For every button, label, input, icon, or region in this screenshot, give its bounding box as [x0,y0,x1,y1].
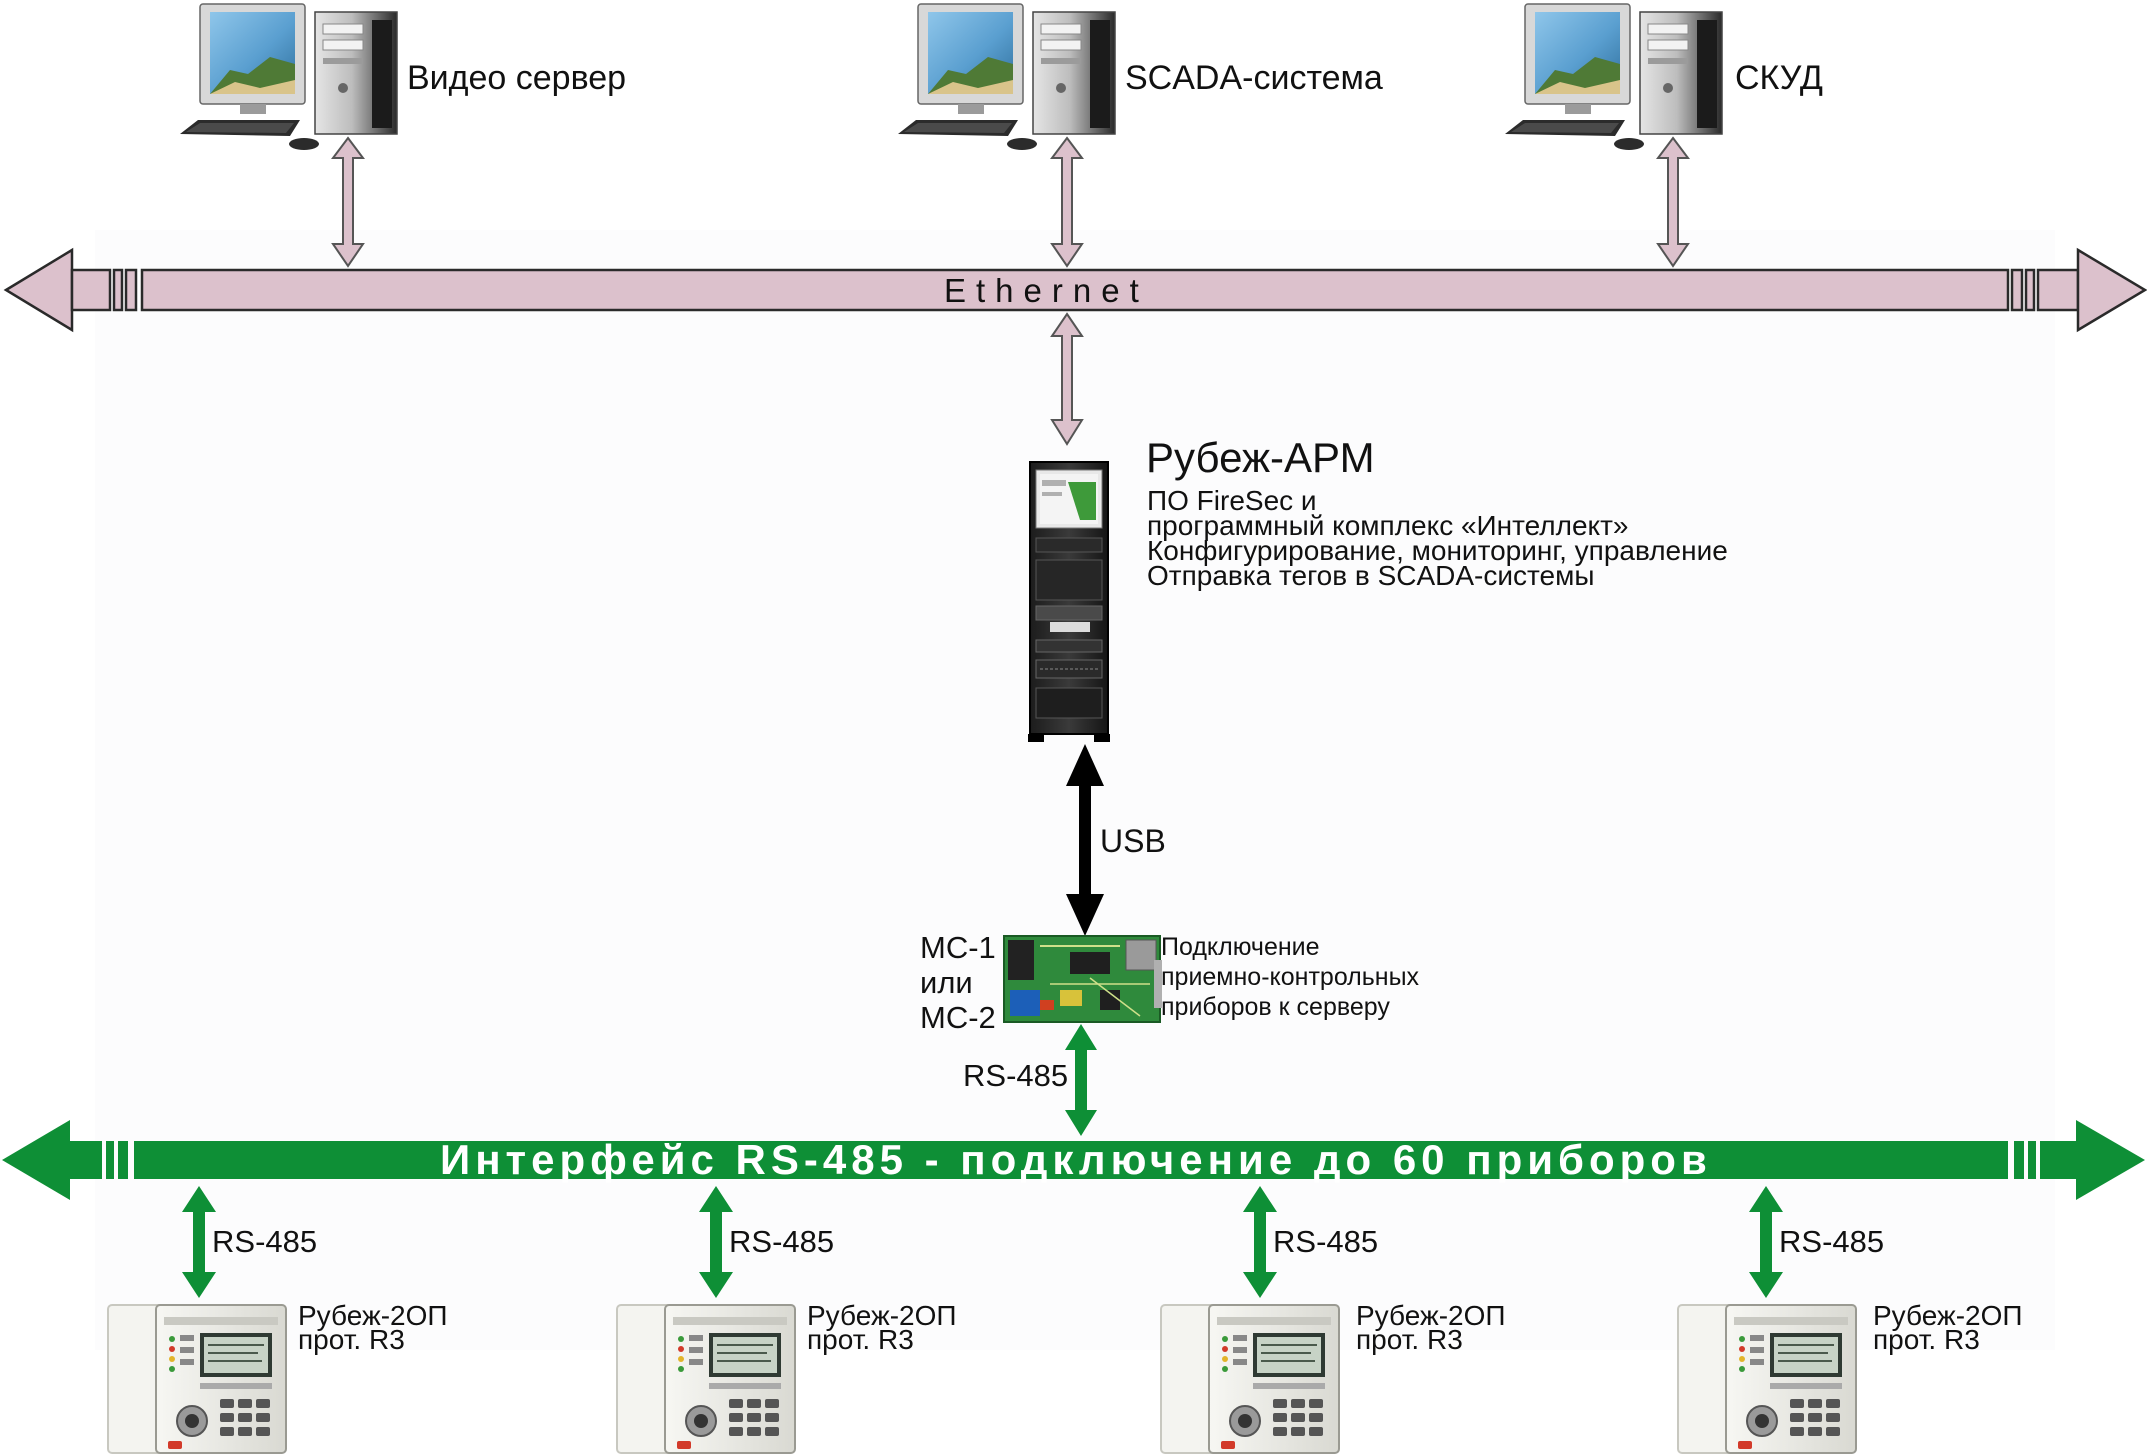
server-rack-icon [1028,461,1110,742]
device-label: Рубеж-2ОП прот. R3 [1356,1300,1506,1355]
device-name: Рубеж-2ОП [807,1300,957,1331]
ethernet-link-arrow [331,136,365,268]
server-description: ПО FireSec и программный комплекс «Интел… [1147,485,1728,591]
usb-arrow [1066,744,1104,936]
rs485-device-arrow [699,1186,733,1298]
node-label-scada: SCADA-система [1125,59,1383,97]
rs485-uplink-arrow [1065,1024,1097,1136]
rs485-bus [2,1120,2145,1200]
module-description-line: приборов к серверу [1161,993,1390,1021]
device-label: Рубеж-2ОП прот. R3 [298,1300,448,1355]
module-description: Подключение приемно-контрольных приборов… [1161,932,1419,1022]
module-name-line: или [920,965,973,1000]
server-description-line: Отправка тегов в SCADA-системы [1147,560,1595,591]
ethernet-link-arrow [1656,136,1690,268]
device-link-label: RS-485 [1273,1224,1379,1259]
device-protocol: прот. R3 [807,1324,914,1355]
ethernet-bus [3,247,2147,333]
rs485-device-arrow [1749,1186,1783,1298]
node-label-access-control: СКУД [1735,59,1823,97]
device-name: Рубеж-2ОП [1356,1300,1506,1331]
device-protocol: прот. R3 [1873,1324,1980,1355]
control-panel-device-icon [616,1304,796,1454]
device-name: Рубеж-2ОП [298,1300,448,1331]
control-panel-device-icon [107,1304,287,1454]
device-link-label: RS-485 [729,1224,835,1259]
ethernet-link-arrow [1050,136,1084,268]
module-description-line: приемно-контрольных [1161,963,1420,991]
desktop-computer-icon [1504,3,1723,151]
device-protocol: прот. R3 [298,1324,405,1355]
usb-label: USB [1100,823,1166,859]
circuit-board-icon [1003,935,1162,1023]
module-uplink-label: RS-485 [963,1058,1069,1093]
control-panel-device-icon [1677,1304,1857,1454]
module-name-line: МС-2 [920,1000,996,1035]
module-description-line: Подключение [1161,933,1320,961]
device-label: Рубеж-2ОП прот. R3 [1873,1300,2023,1355]
device-link-label: RS-485 [212,1224,318,1259]
device-name: Рубеж-2ОП [1873,1300,2023,1331]
control-panel-device-icon [1160,1304,1340,1454]
server-description-line: программный комплекс «Интеллект» [1147,510,1629,541]
desktop-computer-icon [179,3,398,151]
server-title: Рубеж-АРМ [1146,434,1375,481]
device-link-label: RS-485 [1779,1224,1885,1259]
node-label-video-server: Видео сервер [407,59,627,97]
module-name: МС-1 или МС-2 [920,930,996,1035]
rs485-bus-label: Интерфейс RS-485 - подключение до 60 при… [440,1136,1712,1183]
rs485-device-arrow [1243,1186,1277,1298]
server-description-line: ПО FireSec и [1147,485,1317,516]
ethernet-label: Ethernet [944,272,1149,309]
server-description-line: Конфигурирование, мониторинг, управление [1147,535,1728,566]
device-protocol: прот. R3 [1356,1324,1463,1355]
desktop-computer-icon [897,3,1116,151]
rs485-device-arrow [182,1186,216,1298]
module-name-line: МС-1 [920,930,996,965]
device-label: Рубеж-2ОП прот. R3 [807,1300,957,1355]
ethernet-server-arrow [1050,312,1084,446]
